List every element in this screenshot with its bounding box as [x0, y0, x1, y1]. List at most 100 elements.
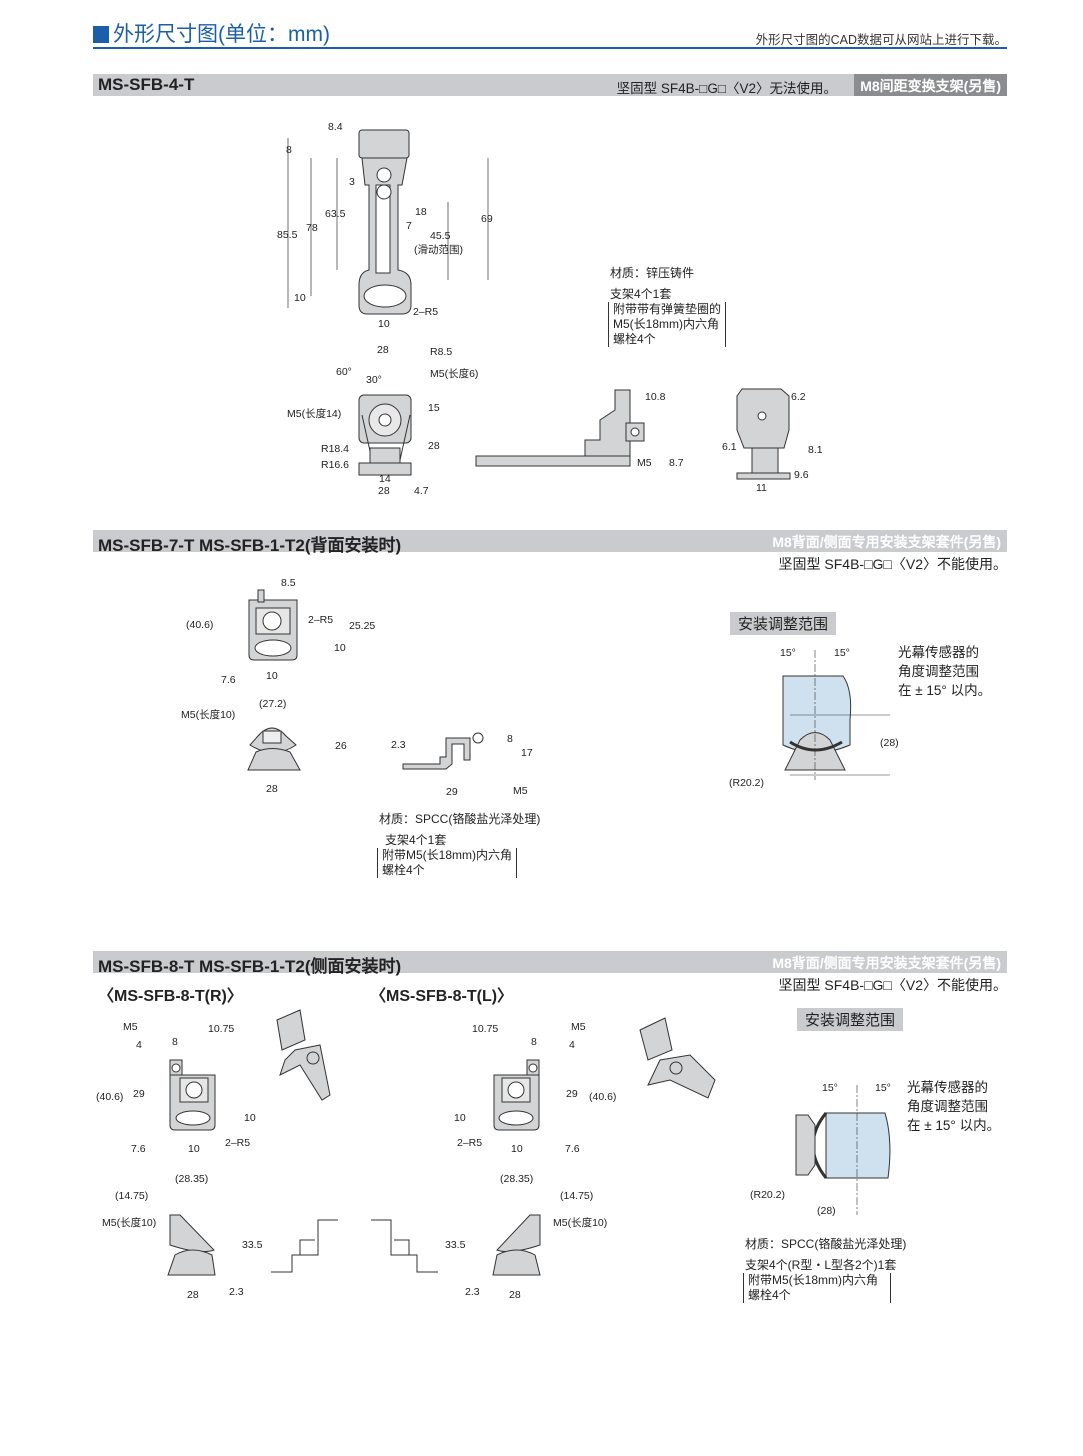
dimension-label: (滑动范围) — [414, 244, 463, 256]
dimension-label: 7.6 — [565, 1143, 580, 1155]
adjust-range-text: 光幕传感器的角度调整范围在 ± 15° 以内。 — [907, 1078, 1000, 1135]
dimension-label: 10 — [266, 670, 278, 682]
dimension-label: 45.5 — [430, 230, 451, 242]
dimension-label: 8.7 — [669, 457, 684, 469]
dimension-label: 28 — [378, 485, 390, 497]
material-text: 材质：锌压铸件 — [610, 266, 695, 280]
dimension-label: 7 — [406, 220, 412, 232]
dimension-label: 10.75 — [208, 1023, 235, 1035]
dimension-label: 2–R5 — [225, 1137, 251, 1149]
material-text: 材质：SPCC(铬酸盐光泽处理) — [379, 812, 541, 826]
bolt-line: 附带M5(长18mm)内六角 — [748, 1273, 879, 1287]
dimension-label: 28 — [266, 783, 278, 795]
dimension-label: 10 — [244, 1112, 256, 1124]
dimension-label: 10 — [188, 1143, 200, 1155]
title-text: 外形尺寸图(单位：mm) — [113, 23, 330, 46]
bolt-line: M5(长18mm)内六角 — [613, 317, 720, 331]
dimension-label: 33.5 — [445, 1239, 466, 1251]
bolt-info: 附带M5(长18mm)内六角螺栓4个 — [743, 1273, 892, 1303]
dimension-label: 10.8 — [645, 391, 666, 403]
ms-sfb-4-t-side-view — [475, 389, 645, 467]
material-info: 材质：SPCC(铬酸盐光泽处理) 支架4个(R型・L型各2个)1套 附带M5(长… — [743, 1237, 906, 1303]
dimension-label: 8 — [507, 733, 513, 745]
ms-sfb-8-t-r-top-view — [167, 1214, 216, 1276]
dimension-label: M5(长度10) — [181, 709, 236, 721]
dimension-label: 7.6 — [131, 1143, 146, 1155]
ms-sfb-8-t-r-perspective — [276, 1009, 331, 1101]
angle-label: 15° — [834, 647, 850, 659]
dimension-label: M5(长度14) — [287, 408, 342, 420]
dimension-label: M5(长度10) — [102, 1217, 157, 1229]
dimension-label: (28.35) — [175, 1173, 209, 1185]
dimension-label: 14 — [379, 473, 391, 485]
dimension-label: M5(长度6) — [430, 368, 479, 380]
dimension-label: M5(长度10) — [553, 1217, 608, 1229]
ms-sfb-4-t-end-view — [736, 388, 791, 480]
section-banner-ms-sfb-7-t: MS-SFB-7-T MS-SFB-1-T2(背面安装时) M8背面/侧面专用安… — [93, 530, 1007, 555]
ms-sfb-8-t-r-side-view — [271, 1219, 338, 1273]
dimension-label: M5 — [637, 457, 652, 469]
accessory-tag: M8背面/侧面专用安装支架套件(另售) — [772, 955, 1001, 971]
set-text: 支架4个1套 — [610, 287, 672, 301]
dimension-label: 9.6 — [794, 469, 809, 481]
dimension-label: 69 — [481, 213, 493, 225]
dimension-label: 2–R5 — [413, 306, 439, 318]
dimension-label: (R20.2) — [750, 1189, 786, 1201]
section-name: MS-SFB-4-T — [98, 75, 195, 94]
dimension-label: 63.5 — [325, 208, 346, 220]
compatibility-note: 坚固型 SF4B-□G□〈V2〉无法使用。 — [616, 81, 837, 96]
range-line: 角度调整范围 — [898, 664, 979, 679]
dimension-label: 8.5 — [281, 577, 296, 589]
angle-label: 15° — [875, 1082, 891, 1094]
dimension-label: 7.6 — [221, 674, 236, 686]
page-title: 外形尺寸图(单位：mm) — [93, 18, 330, 48]
set-text: 支架4个(R型・L型各2个)1套 — [745, 1258, 897, 1272]
angle-label: 15° — [780, 647, 796, 659]
adjust-range-label: 安装调整范围 — [797, 1008, 904, 1031]
dimension-label: 10 — [511, 1143, 523, 1155]
ms-sfb-7-t-front-view — [248, 589, 298, 661]
dimension-label: 60° — [336, 366, 352, 378]
dimension-label: 78 — [306, 222, 318, 234]
section-name: MS-SFB-7-T MS-SFB-1-T2(背面安装时) — [98, 536, 402, 555]
dimension-label: 4.7 — [414, 485, 429, 497]
ms-sfb-8-t-l-side-view — [371, 1219, 438, 1273]
dimension-label: 8 — [531, 1036, 537, 1048]
dimension-label: 30° — [366, 374, 382, 386]
adjust-range-label: 安装调整范围 — [730, 612, 837, 635]
range-line: 角度调整范围 — [907, 1099, 988, 1114]
dimension-label: M5 — [571, 1021, 586, 1033]
section-banner-ms-sfb-8-t: MS-SFB-8-T MS-SFB-1-T2(侧面安装时) M8背面/侧面专用安… — [93, 951, 1007, 976]
set-text: 支架4个1套 — [385, 833, 447, 847]
dimension-label: 10 — [334, 642, 346, 654]
angle-label: 15° — [822, 1082, 838, 1094]
dimension-label: 2.3 — [465, 1286, 480, 1298]
ms-sfb-7-t-side-view — [402, 732, 484, 770]
dimension-label: (14.75) — [115, 1190, 149, 1202]
section-banner-ms-sfb-4-t: MS-SFB-4-T 坚固型 SF4B-□G□〈V2〉无法使用。 M8间距变换支… — [93, 74, 1007, 96]
dimension-label: (28) — [880, 737, 899, 749]
bolt-info: 附带M5(长18mm)内六角螺栓4个 — [377, 848, 518, 878]
dimension-label: 8 — [172, 1036, 178, 1048]
range-line: 在 ± 15° 以内。 — [907, 1118, 1001, 1133]
ms-sfb-8-t-l-top-view — [492, 1214, 541, 1276]
dimension-label: 10 — [378, 318, 390, 330]
dimension-label: 6.2 — [791, 391, 806, 403]
dimension-label: R18.4 — [321, 443, 350, 455]
dimension-label: M5 — [123, 1021, 138, 1033]
title-rule — [93, 47, 1007, 49]
dimension-label: (14.75) — [560, 1190, 594, 1202]
dimension-label: 28 — [187, 1289, 199, 1301]
ms-sfb-8-t-l-perspective — [639, 1017, 716, 1099]
dimension-label: 8.1 — [808, 444, 823, 456]
ms-sfb-7-t-top-view — [247, 727, 301, 771]
dimension-label: 29 — [133, 1088, 145, 1100]
dimension-label: 2.3 — [391, 739, 406, 751]
dimension-label: 29 — [566, 1088, 578, 1100]
section-name: MS-SFB-8-T MS-SFB-1-T2(侧面安装时) — [98, 957, 402, 976]
dimension-label: (40.6) — [589, 1091, 617, 1103]
